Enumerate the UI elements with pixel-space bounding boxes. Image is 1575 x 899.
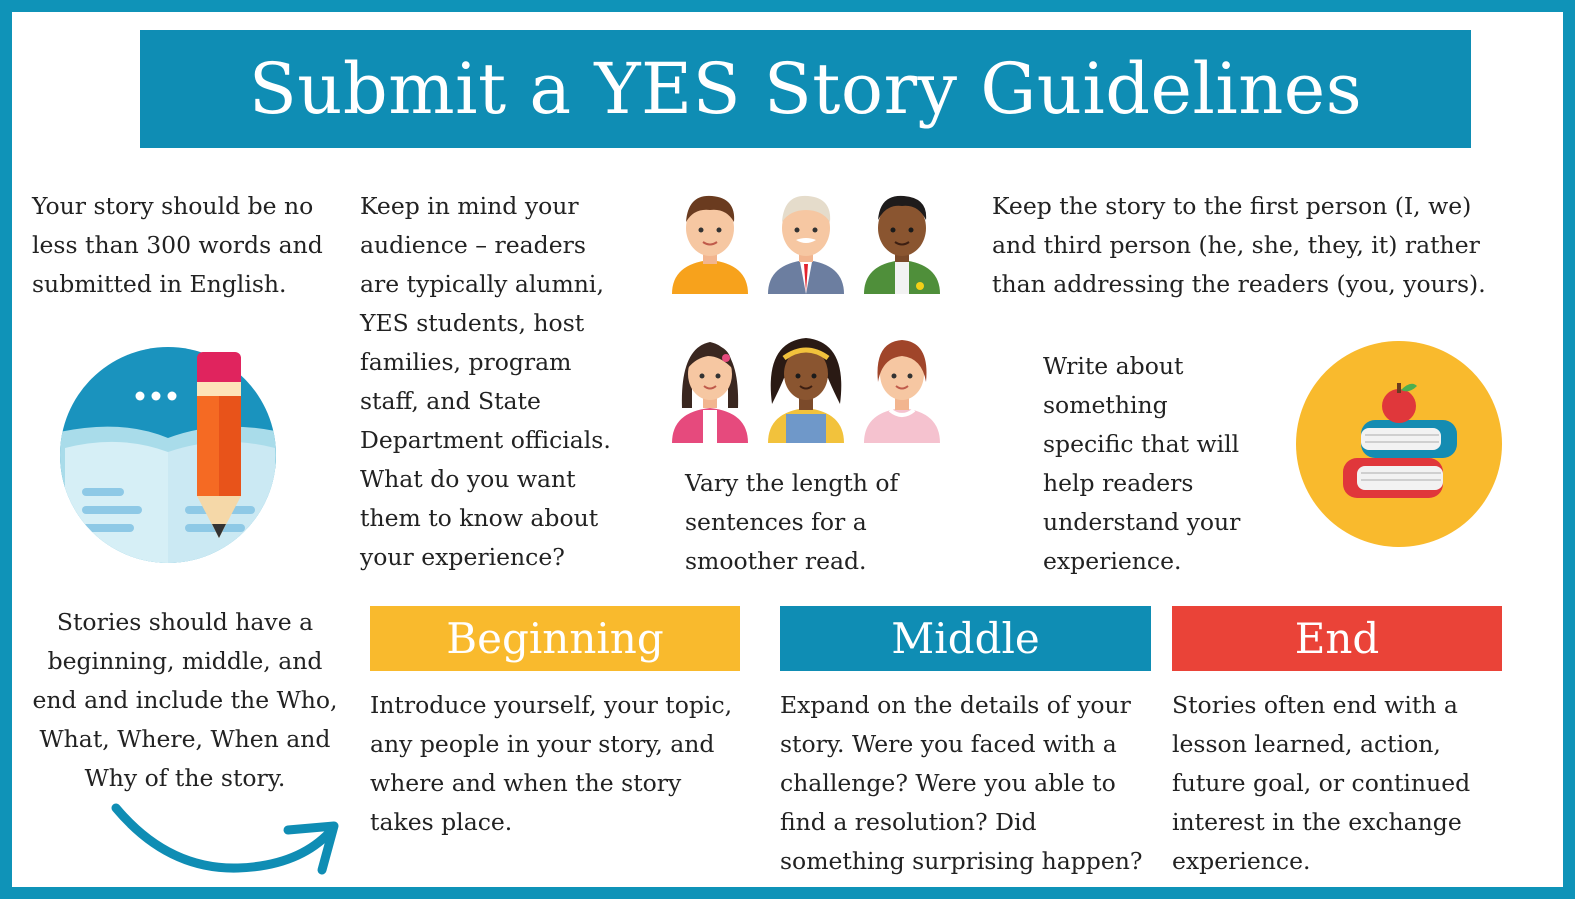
tip-audience-text: Keep in mind your audience – readers are… — [360, 192, 611, 571]
tip-structure-text: Stories should have a beginning, middle,… — [32, 608, 338, 792]
end-label: End — [1294, 614, 1380, 663]
people-avatars-icon — [668, 188, 948, 443]
curved-arrow-icon — [108, 800, 348, 887]
tip-vary-text: Vary the length of sentences for a smoot… — [685, 469, 899, 575]
beginning-label: Beginning — [446, 614, 664, 663]
beginning-text: Introduce yourself, your topic, any peop… — [370, 691, 733, 836]
books-apple-icon — [1295, 340, 1503, 548]
title-banner: Submit a YES Story Guidelines — [140, 30, 1471, 148]
pencil-book-icon — [60, 338, 280, 563]
end-banner: End — [1172, 606, 1502, 671]
end-text: Stories often end with a lesson learned,… — [1172, 691, 1471, 875]
tip-specific-text: Write about something specific that will… — [1043, 352, 1241, 575]
middle-label: Middle — [891, 614, 1040, 663]
beginning-banner: Beginning — [370, 606, 740, 671]
page-title: Submit a YES Story Guidelines — [248, 48, 1363, 130]
tip-person-text: Keep the story to the first person (I, w… — [992, 192, 1486, 298]
middle-text: Expand on the details of your story. Wer… — [780, 691, 1143, 875]
tip-length-text: Your story should be no less than 300 wo… — [32, 192, 323, 298]
middle-banner: Middle — [780, 606, 1151, 671]
